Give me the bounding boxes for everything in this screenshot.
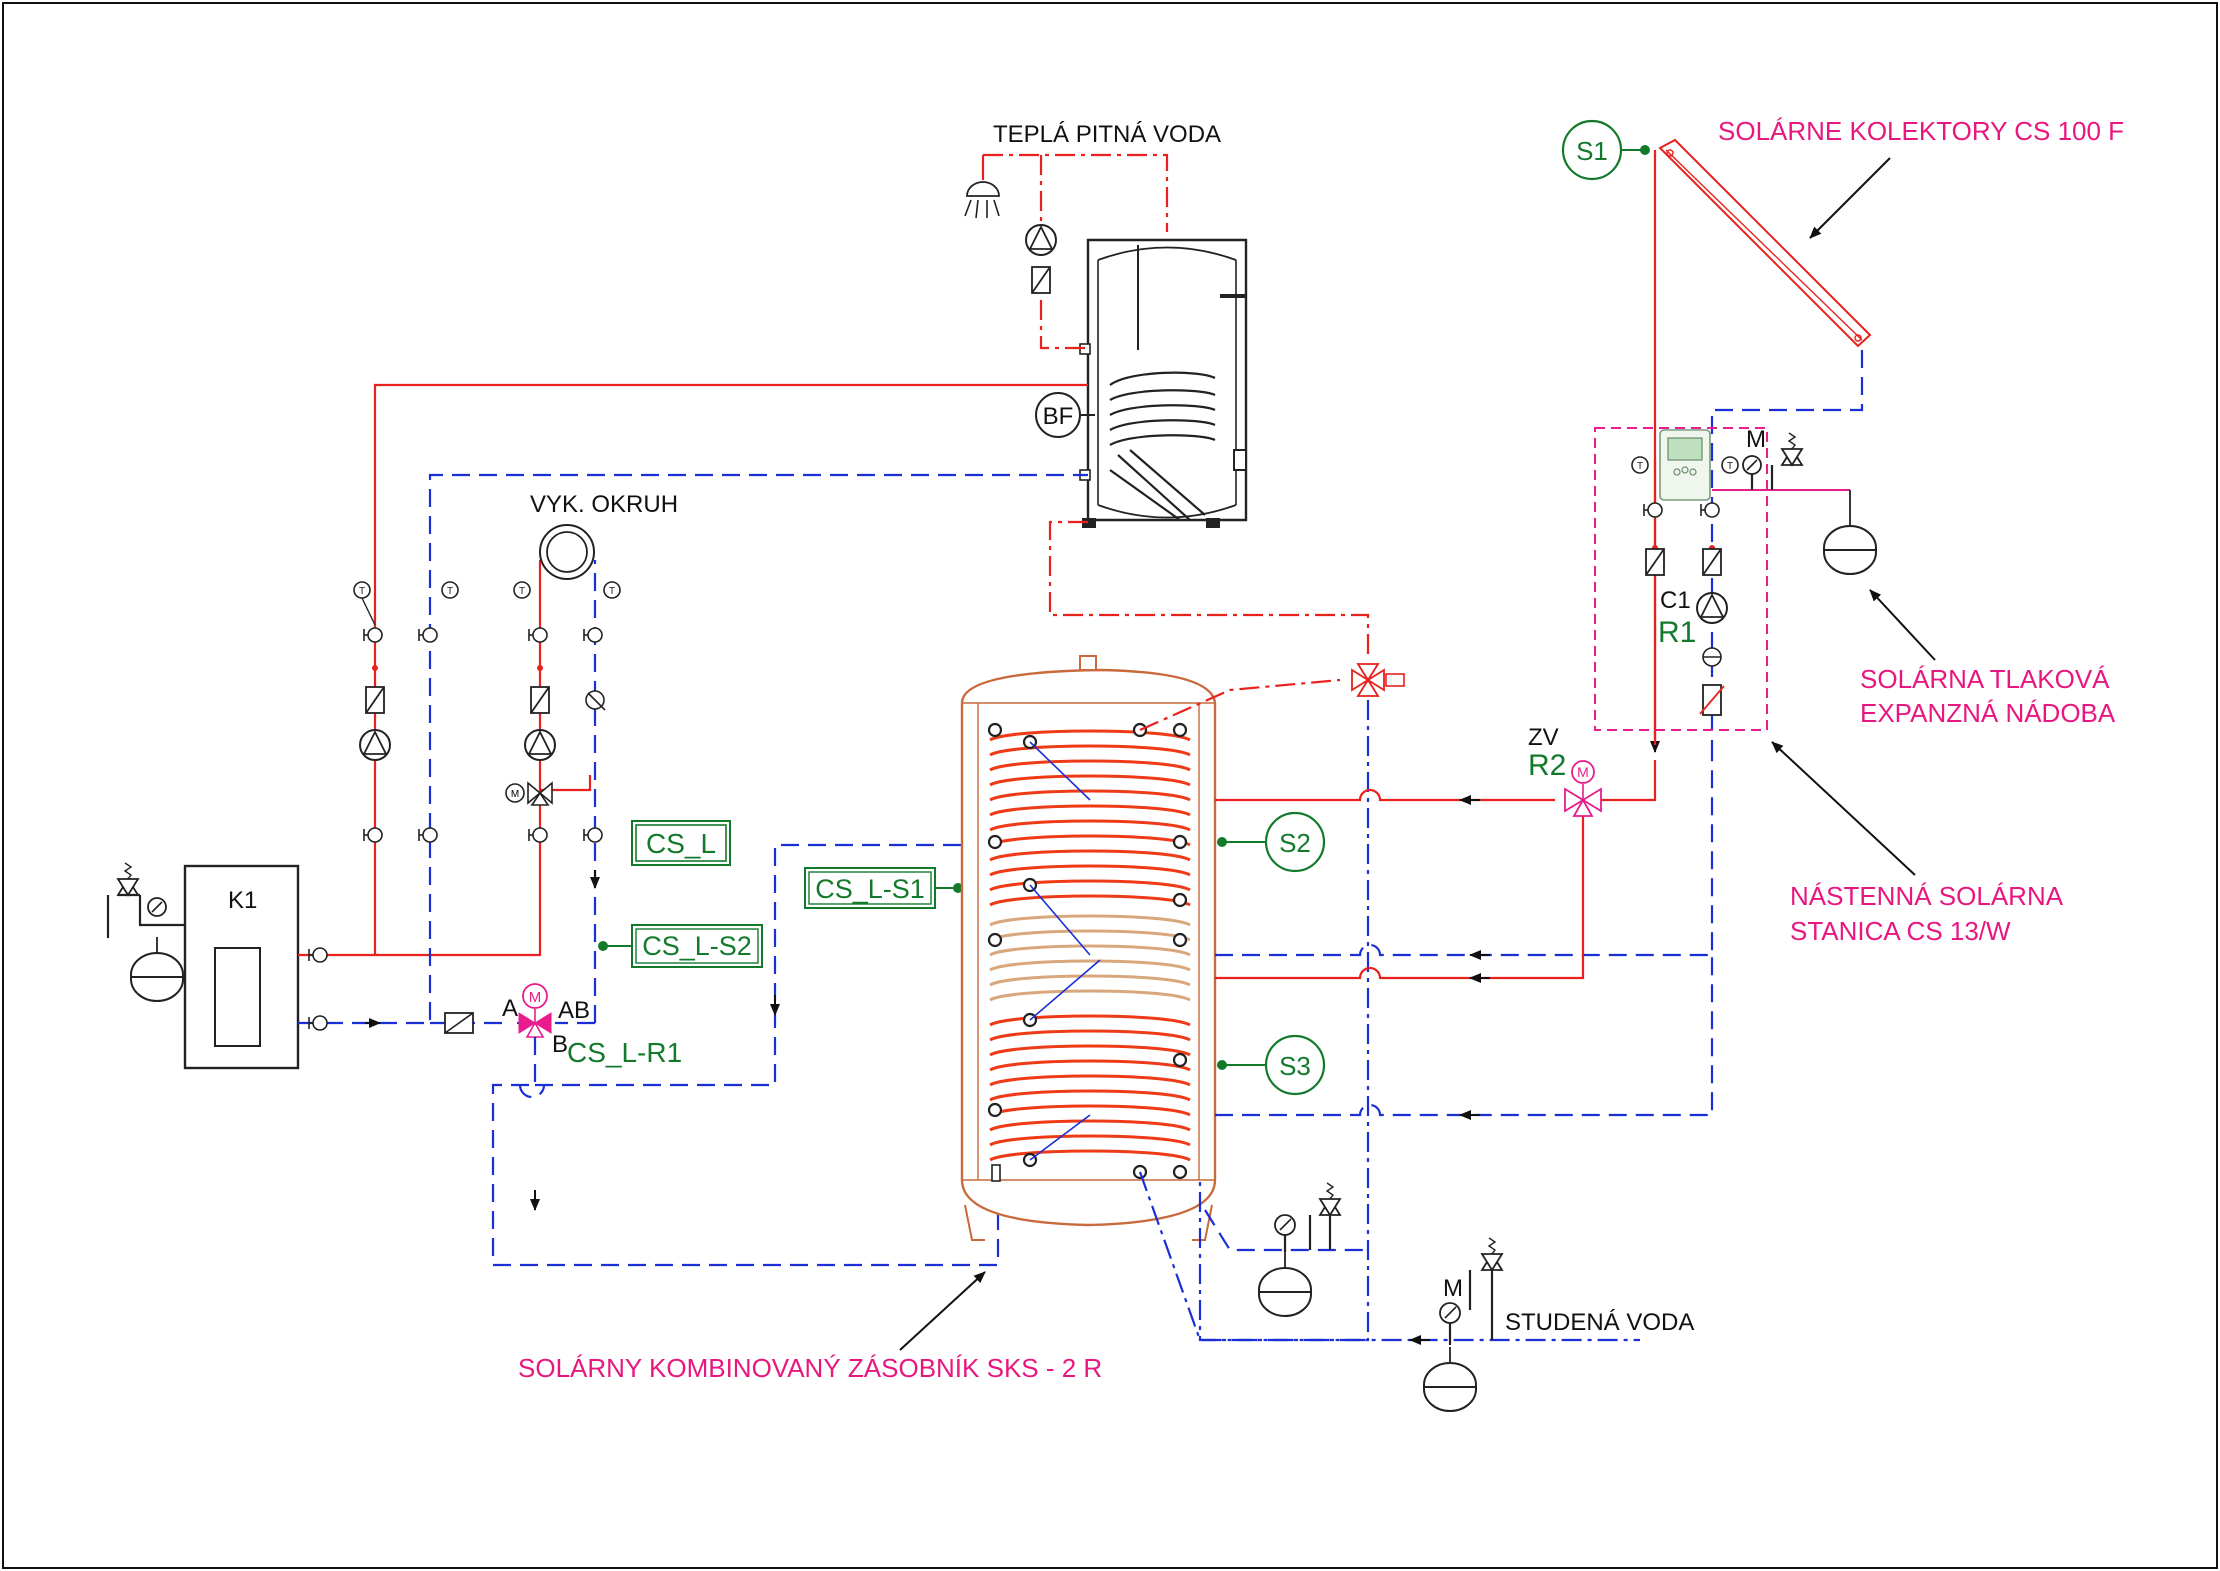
bf-label: BF	[1043, 403, 1074, 430]
solar-collector	[1658, 138, 1872, 348]
solar-safety-valve	[1781, 432, 1803, 466]
heating-pump	[524, 729, 556, 761]
solar-pump-r1	[1696, 592, 1728, 624]
solar-expansion-vessel	[1823, 509, 1877, 575]
cs-l-s2-box	[631, 924, 763, 968]
expanzna-label-1: SOLÁRNA TLAKOVÁ	[1860, 664, 2110, 694]
svg-text:M: M	[1443, 1275, 1463, 1302]
tepla-voda-label: TEPLÁ PITNÁ VODA	[993, 121, 1221, 148]
svg-text:M: M	[1577, 764, 1589, 780]
solar-station-cs13w	[1594, 427, 1768, 731]
vyk-okruh-label: VYK. OKRUH	[530, 491, 678, 518]
cs-l-label: CS_L	[646, 828, 716, 859]
cs-l-s2-label: CS_L-S2	[642, 931, 752, 961]
flow-meter	[1699, 684, 1725, 716]
cs-l-s1-label: CS_L-S1	[815, 874, 925, 904]
s1-label: S1	[1576, 136, 1608, 166]
kolektory-label: SOLÁRNE KOLEKTORY CS 100 F	[1718, 116, 2124, 146]
heating-circuit-icon	[539, 524, 595, 580]
c1-label: C1	[1660, 587, 1691, 614]
studena-voda-label: STUDENÁ VODA	[1505, 1309, 1694, 1336]
svg-text:M: M	[529, 989, 542, 1006]
dhw-circ-pump	[1025, 224, 1057, 256]
boiler-pump	[359, 729, 391, 761]
r1-label: R1	[1658, 616, 1696, 649]
valve-r2: M	[1564, 760, 1602, 817]
dhw-check-valve	[1031, 266, 1051, 294]
valve-b-label: B	[552, 1031, 568, 1058]
stanica-label-1: NÁSTENNÁ SOLÁRNA	[1790, 881, 2064, 911]
k1-label: K1	[228, 887, 257, 914]
r2-label: R2	[1528, 749, 1566, 782]
valve-cs-l-r1: M	[518, 983, 552, 1038]
valve-ab-label: AB	[558, 997, 590, 1024]
s2-label: S2	[1279, 828, 1311, 858]
svg-text:M: M	[1746, 426, 1766, 453]
cold-safety-valve	[1481, 1237, 1503, 1271]
cs-l-box	[631, 820, 731, 866]
tank-lower-coil	[989, 1014, 1191, 1162]
tank-expansion-vessel	[1258, 1251, 1312, 1317]
shower-icon	[964, 181, 1000, 219]
svg-text:M: M	[511, 789, 519, 800]
stanica-label-2: STANICA CS 13/W	[1790, 916, 2011, 946]
zv-label: ZV	[1528, 724, 1559, 751]
boiler-safety-valve	[117, 862, 139, 896]
mixing-valve-heating: M	[505, 781, 553, 806]
thermostatic-mixing-valve	[1351, 663, 1405, 697]
zasobnik-label: SOLÁRNY KOMBINOVANÝ ZÁSOBNÍK SKS - 2 R	[518, 1353, 1102, 1383]
solar-controller	[1659, 429, 1711, 501]
tank-safety-valve	[1319, 1182, 1341, 1216]
expanzna-label-2: EXPANZNÁ NÁDOBA	[1860, 698, 2116, 728]
hot-water-tank	[1079, 238, 1248, 528]
s3-label: S3	[1279, 1051, 1311, 1081]
tank-upper-coil	[989, 729, 1191, 907]
boiler-return-ballvalve	[308, 1015, 328, 1031]
cold-expansion-vessel	[1423, 1346, 1477, 1412]
boiler-supply-ballvalve	[308, 947, 328, 963]
cs-l-r1-label: CS_L-R1	[567, 1037, 682, 1068]
boiler-expansion-vessel	[130, 936, 184, 1002]
valve-a-label: A	[502, 995, 518, 1022]
